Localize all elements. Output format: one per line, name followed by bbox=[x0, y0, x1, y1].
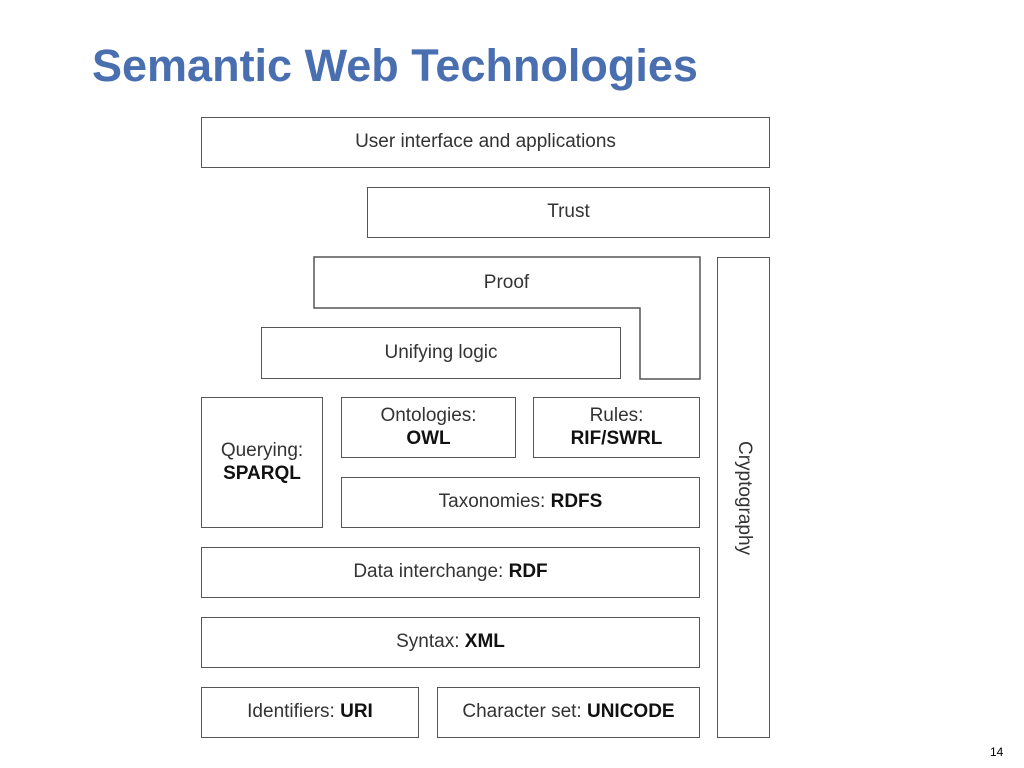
data-interchange-label: Data interchange: bbox=[353, 561, 504, 583]
trust-layer: Trust bbox=[367, 187, 770, 238]
slide-title: Semantic Web Technologies bbox=[92, 40, 698, 91]
user-interface-label: User interface and applications bbox=[355, 131, 616, 153]
querying-layer: Querying: SPARQL bbox=[201, 397, 323, 528]
taxonomies-label: Taxonomies: bbox=[438, 491, 546, 513]
identifiers-label: Identifiers: bbox=[247, 701, 335, 723]
page-number: 14 bbox=[990, 745, 1004, 759]
trust-label: Trust bbox=[547, 201, 590, 223]
unifying-logic-layer: Unifying logic bbox=[261, 327, 621, 379]
data-interchange-layer: Data interchange: RDF bbox=[201, 547, 700, 598]
taxonomies-tech: RDFS bbox=[550, 491, 603, 513]
ontologies-layer: Ontologies: OWL bbox=[341, 397, 516, 458]
cryptography-label: Cryptography bbox=[733, 440, 755, 555]
unifying-logic-label: Unifying logic bbox=[384, 341, 498, 363]
cryptography-layer: Cryptography bbox=[717, 257, 770, 738]
character-set-label: Character set: bbox=[462, 701, 582, 723]
identifiers-tech: URI bbox=[340, 701, 373, 723]
user-interface-layer: User interface and applications bbox=[201, 117, 770, 168]
syntax-tech: XML bbox=[464, 631, 505, 653]
identifiers-layer: Identifiers: URI bbox=[201, 687, 419, 738]
syntax-label: Syntax: bbox=[396, 631, 460, 653]
ontologies-tech: OWL bbox=[406, 427, 451, 449]
taxonomies-layer: Taxonomies: RDFS bbox=[341, 477, 700, 528]
querying-tech: SPARQL bbox=[223, 462, 301, 484]
syntax-layer: Syntax: XML bbox=[201, 617, 700, 668]
proof-label: Proof bbox=[483, 272, 530, 293]
character-set-tech: UNICODE bbox=[586, 701, 675, 723]
ontologies-label: Ontologies: bbox=[380, 404, 477, 426]
character-set-layer: Character set: UNICODE bbox=[437, 687, 700, 738]
rules-label: Rules: bbox=[589, 404, 644, 426]
rules-layer: Rules: RIF/SWRL bbox=[533, 397, 700, 458]
data-interchange-tech: RDF bbox=[508, 561, 548, 583]
querying-label: Querying: bbox=[220, 439, 304, 461]
rules-tech: RIF/SWRL bbox=[570, 427, 663, 449]
